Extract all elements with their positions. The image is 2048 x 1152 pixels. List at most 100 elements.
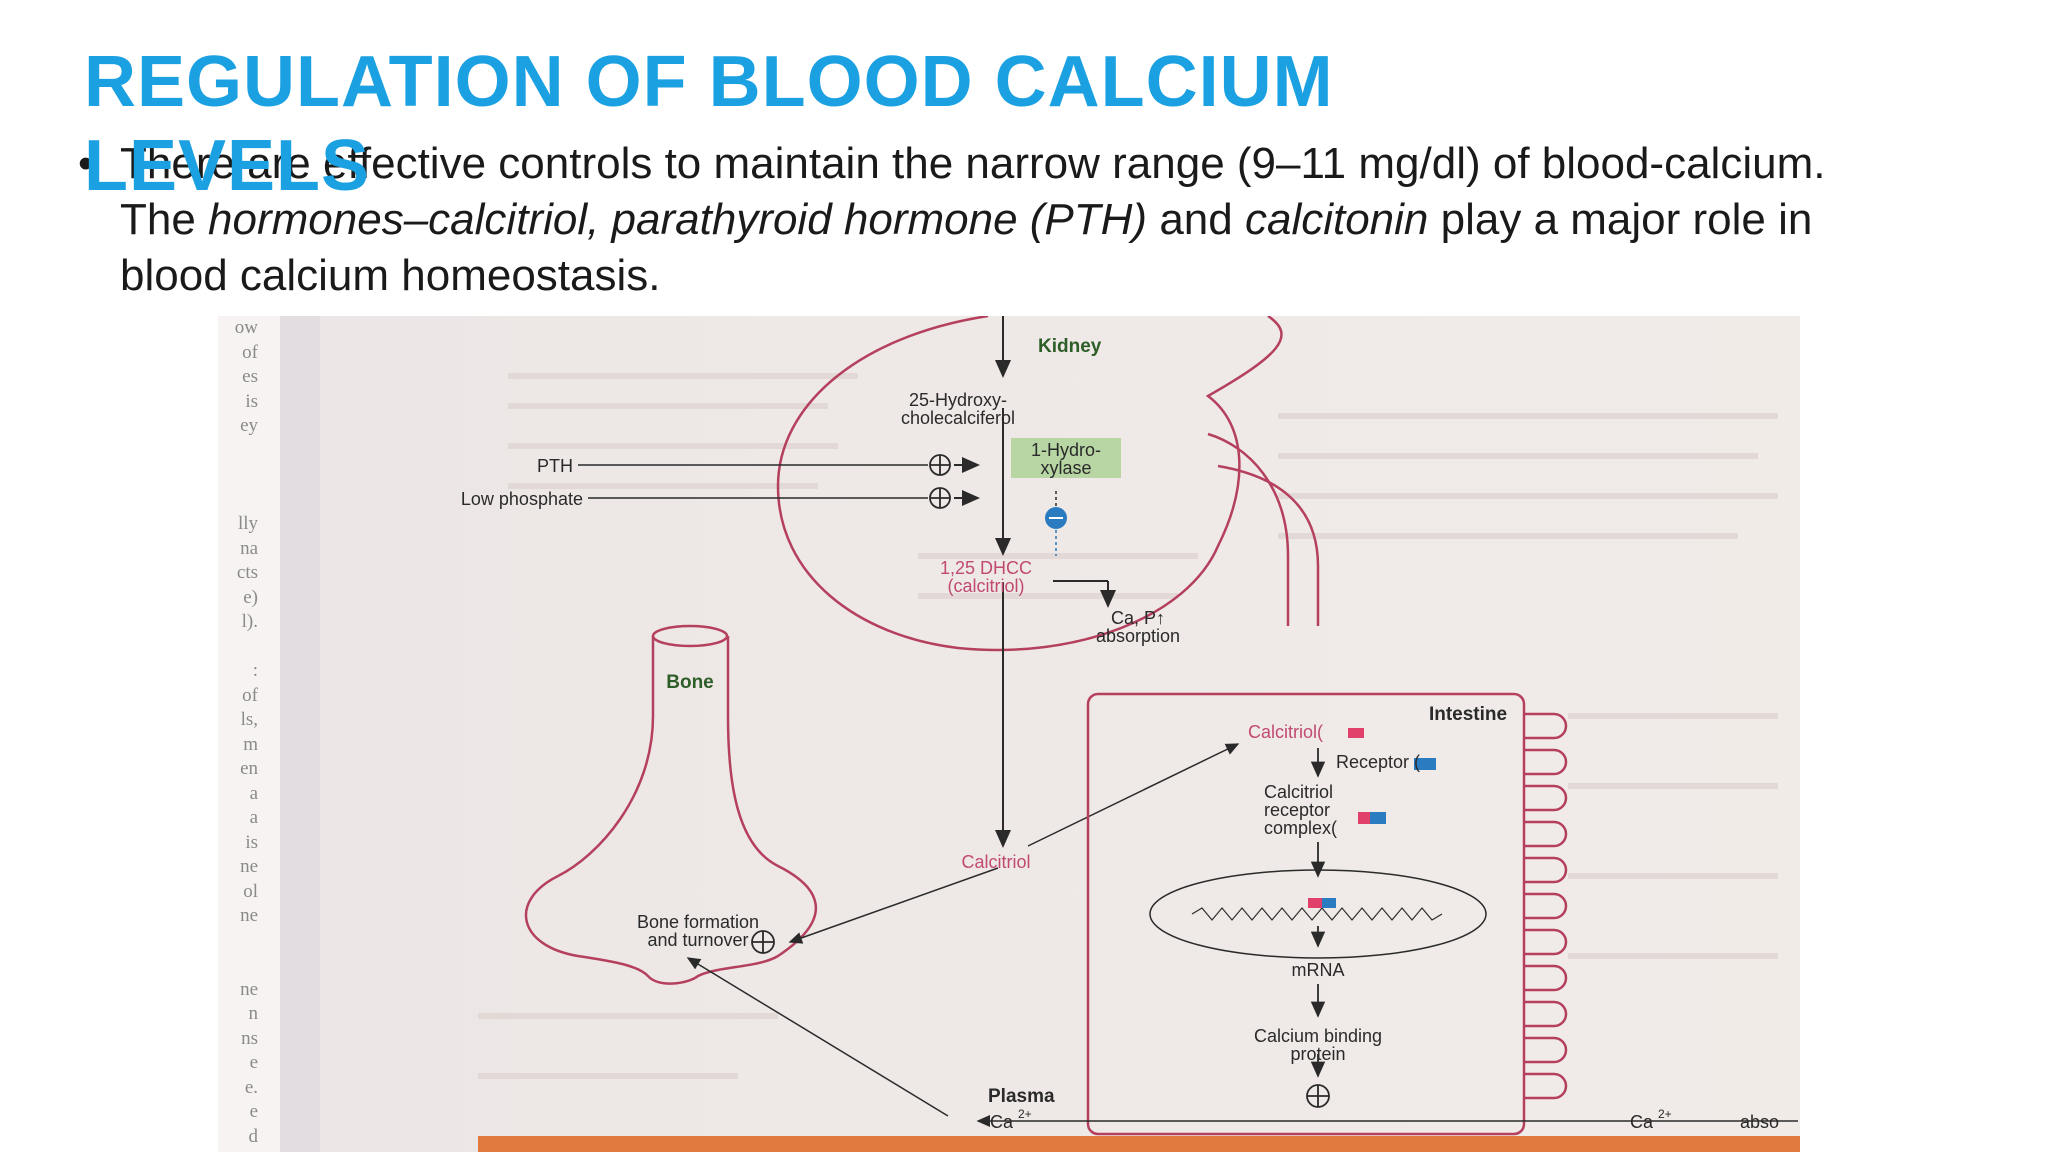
bullet-icon: •: [78, 139, 94, 188]
margin-fragment: [218, 488, 258, 513]
ca-right-label: Ca: [1630, 1112, 1654, 1132]
ca-left-superscript: 2+: [1018, 1107, 1032, 1121]
arrow-calcitriol-bone: [788, 867, 999, 944]
ca-left-label: Ca: [990, 1112, 1014, 1132]
calcitriol-mid-label: Calcitriol: [961, 852, 1030, 872]
margin-fragment: d: [248, 1125, 259, 1147]
complex-label-3: complex(: [1264, 818, 1337, 838]
complex-on-dna-marker: [1308, 898, 1322, 908]
receptor-marker-icon: [1414, 758, 1436, 770]
margin-fragment: a: [249, 782, 258, 804]
margin-fragment: ne: [240, 978, 258, 1000]
margin-fragment: l).: [241, 611, 258, 632]
margin-fragment: e: [249, 1101, 258, 1122]
margin-fragment: m: [243, 733, 258, 755]
calcium-regulation-figure: Kidney 25-Hydroxy- cholecalciferol 1-Hyd…: [218, 316, 1800, 1152]
kidney-outline: [776, 316, 1283, 652]
hydroxy-label-2: cholecalciferol: [901, 408, 1015, 428]
margin-fragment: [218, 463, 258, 488]
plasma-label: Plasma: [988, 1086, 1055, 1107]
bullet-text-part: and: [1147, 195, 1245, 244]
bottom-orange-bar: [478, 1136, 1800, 1152]
ca-right-suffix: abso: [1740, 1112, 1779, 1132]
bleed-through-lines: [478, 373, 1778, 1079]
complex-marker-b-icon: [1370, 812, 1386, 824]
intestine-outline: [1086, 692, 1526, 1136]
bullet-point: • There are effective controls to mainta…: [78, 136, 1878, 304]
pth-label: PTH: [537, 456, 573, 476]
margin-fragment: ne: [240, 856, 258, 877]
ureter-right: [1217, 464, 1320, 626]
absorption-label-1: Ca, P↑: [1111, 608, 1165, 628]
arrow-plasma-bone: [686, 957, 949, 1117]
bone-formation-label-2: and turnover: [647, 930, 748, 950]
margin-fragment: en: [240, 758, 258, 779]
margin-fragment: [218, 953, 258, 978]
ca-right-superscript: 2+: [1658, 1107, 1672, 1121]
kidney-label: Kidney: [1038, 336, 1102, 357]
mrna-label: mRNA: [1292, 960, 1345, 980]
bone-label: Bone: [666, 672, 714, 693]
margin-fragment: ol: [243, 880, 258, 902]
margin-fragment: [218, 439, 258, 464]
margin-fragment: [218, 929, 258, 954]
bone-outline: [524, 636, 818, 985]
margin-fragment: ow: [234, 317, 258, 338]
nucleus-ellipse: [1149, 869, 1487, 959]
enzyme-box: [1011, 438, 1121, 478]
bullet-text-part: There are effective controls to maintain…: [120, 139, 1826, 244]
margin-fragment: of: [242, 684, 258, 706]
page-gutter: [280, 316, 320, 1152]
slide-title: REGULATION OF BLOOD CALCIUM LEVELS: [84, 42, 1334, 206]
margin-fragment: ey: [240, 415, 258, 436]
intestinal-villi: [1524, 712, 1568, 1100]
margin-fragment: lly: [237, 513, 258, 534]
arrow-calcitriol-intestine: [1027, 743, 1240, 847]
margin-fragment: e.: [244, 1076, 258, 1098]
complex-label-1: Calcitriol: [1264, 782, 1333, 802]
margin-fragment: es: [242, 366, 258, 387]
margin-fragment: is: [245, 390, 258, 412]
protein-label-1: Calcium binding: [1254, 1026, 1382, 1046]
bone-formation-label-1: Bone formation: [637, 912, 759, 932]
low-phosphate-label: Low phosphate: [461, 489, 583, 509]
ureter-left: [1207, 432, 1290, 626]
margin-fragment: ne: [240, 905, 258, 926]
hydroxy-label-1: 25-Hydroxy-: [909, 390, 1007, 410]
plus-circle-intestine-icon: [1306, 1084, 1330, 1108]
enzyme-label-1: 1-Hydro-: [1031, 440, 1101, 460]
intestine-label: Intestine: [1429, 704, 1507, 725]
margin-fragment: na: [240, 537, 258, 559]
protein-label-2: protein: [1290, 1044, 1345, 1064]
margin-fragment: cts: [236, 562, 258, 583]
margin-fragment: e): [243, 586, 258, 608]
margin-fragment: n: [248, 1003, 259, 1024]
margin-fragment: :: [252, 660, 258, 681]
margin-fragment: [218, 635, 258, 660]
calcitriol-marker-icon: [1348, 728, 1364, 738]
plus-circle-bone-icon: [751, 930, 775, 954]
enzyme-label-2: xylase: [1040, 458, 1091, 478]
plus-circle-pth-icon: [929, 454, 951, 476]
bullet-text: There are effective controls to maintain…: [120, 136, 1878, 304]
bullet-text-part: play a major role in blood calcium homeo…: [120, 195, 1813, 300]
bullet-italic-calcitonin: calcitonin: [1244, 195, 1429, 244]
absorption-label-2: absorption: [1096, 626, 1180, 646]
bone-top-ellipse: [651, 624, 729, 648]
dna-strand: [1191, 907, 1443, 921]
margin-fragment: is: [245, 831, 258, 853]
dhcc-label-1: 1,25 DHCC: [940, 558, 1032, 578]
margin-fragment: ls,: [240, 709, 258, 730]
plus-circle-phosphate-icon: [929, 487, 951, 509]
intestine-calcitriol-label: Calcitriol(: [1248, 722, 1323, 742]
complex-label-2: receptor: [1264, 800, 1330, 820]
margin-fragment: e: [249, 1052, 258, 1073]
complex-marker-a-icon: [1358, 812, 1370, 824]
complex-on-dna-receptor: [1322, 898, 1336, 908]
margin-fragment: of: [242, 341, 258, 363]
margin-fragment: ns: [241, 1027, 258, 1049]
bullet-italic-hormones: hormones–calcitriol, parathyroid hormone…: [208, 195, 1148, 244]
dhcc-label-2: (calcitriol): [947, 576, 1024, 596]
page-margin: [218, 316, 280, 1152]
